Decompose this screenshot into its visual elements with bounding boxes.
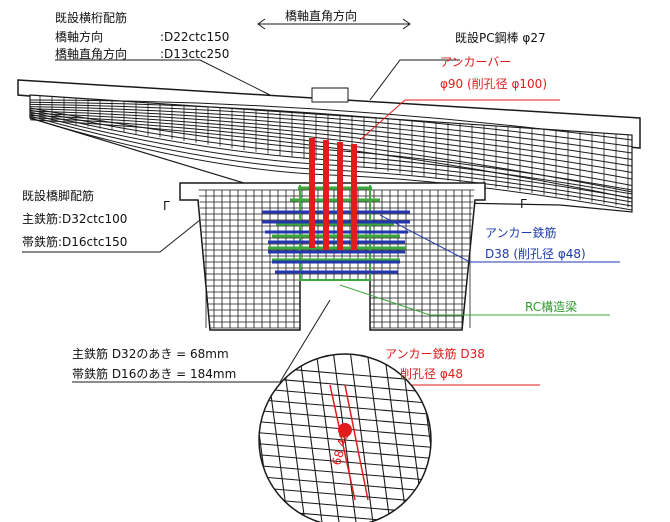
main-bar-gap: 主鉄筋 D32のあき = 68mm xyxy=(72,346,229,361)
girder-tendon xyxy=(29,103,633,154)
leader-anchor-rebar xyxy=(379,214,620,263)
girder-tendon xyxy=(29,108,633,167)
anchor-rebar-dia: D38 (削孔径 φ48) xyxy=(485,247,586,261)
leader-rc-beam xyxy=(339,284,610,316)
top-block xyxy=(311,87,349,103)
hoop-bar: 帯鉄筋:D16ctc150 xyxy=(22,234,127,249)
detail-main-line xyxy=(332,354,358,522)
anchor-bar-dia: φ90 (削孔径 φ100) xyxy=(440,77,547,91)
girder-tendon xyxy=(29,119,633,199)
girder-tendon xyxy=(29,110,633,173)
girder-lower-tendon xyxy=(29,117,633,211)
girder-lower-tendon xyxy=(29,111,633,199)
rc-beam: RC構造梁 xyxy=(525,299,577,314)
hoop-bar-gap: 帯鉄筋 D16のあき = 184mm xyxy=(72,366,236,381)
detail-red-rebar xyxy=(329,384,369,501)
detail-circle: 68 48 xyxy=(258,353,432,522)
detail-main-line xyxy=(298,354,324,522)
existing-pier-bar-title: 既設橋脚配筋 xyxy=(22,188,94,203)
girder-lower-tendon xyxy=(29,115,633,207)
detail-hoop-line xyxy=(259,398,431,416)
leader-pier xyxy=(22,219,201,253)
detail-hoop-line xyxy=(259,409,431,427)
existing-pc-bar: 既設PC鋼棒 φ27 xyxy=(455,30,546,45)
small-mark-2: Γ xyxy=(520,197,527,211)
pier-head xyxy=(179,182,486,331)
girder-tendon xyxy=(29,114,633,186)
girder-tendon xyxy=(29,101,633,147)
detail-main-line xyxy=(383,354,409,522)
bridge-perp-dir: 橋軸直角方向 xyxy=(55,46,127,61)
anchor-rebar-dot xyxy=(338,423,352,437)
top-arrow-right-head xyxy=(402,18,411,30)
detail-main-line xyxy=(366,354,392,522)
detail-hoop-line xyxy=(259,464,431,482)
top-arrow-left-head xyxy=(257,18,266,30)
anchor-rebar-detail: アンカー鉄筋 D38 xyxy=(385,346,485,361)
anchor-rebars xyxy=(262,210,410,274)
bridge-perp-dir-value: :D13ctc250 xyxy=(160,47,229,61)
leader-lines xyxy=(22,18,460,383)
small-mark-1: Γ xyxy=(163,199,170,213)
bridge-axis-dir-value: :D22ctc150 xyxy=(160,30,229,44)
anchor-rebar: アンカー鉄筋 xyxy=(485,225,557,240)
detail-main-line xyxy=(349,354,375,522)
anchor-bar: アンカーバー xyxy=(440,55,511,69)
detail-rebar-line-1 xyxy=(329,384,356,501)
girder-tendon xyxy=(29,99,633,141)
leader-pc-bar xyxy=(369,59,460,101)
detail-hoop-line xyxy=(259,453,431,471)
pier-outline xyxy=(179,182,486,331)
bridge-axis-dir: 橋軸方向 xyxy=(55,29,103,44)
girder-tendon xyxy=(29,112,633,180)
detail-main-line xyxy=(281,354,307,522)
leader-anchor-bar xyxy=(359,99,560,141)
top-arrow-label: 橋軸直角方向 xyxy=(285,8,357,23)
existing-girder-bar-title: 既設横桁配筋 xyxy=(55,10,127,25)
drill-dia-detail: 削孔径 φ48 xyxy=(400,367,463,381)
girder-lower-tendon xyxy=(29,113,633,203)
girder-lower-tendon xyxy=(29,109,633,195)
leader-girder xyxy=(55,59,271,96)
leader-gap xyxy=(72,299,331,383)
girder-lower-tendon xyxy=(29,107,633,191)
anchor-bars xyxy=(309,138,357,250)
girder-curved-tendons xyxy=(29,99,633,211)
detail-main-line xyxy=(315,354,341,522)
girder xyxy=(17,79,641,213)
main-bar: 主鉄筋:D32ctc100 xyxy=(22,211,127,226)
detail-rebar-line-2 xyxy=(344,384,369,501)
girder-tendon xyxy=(29,106,633,160)
